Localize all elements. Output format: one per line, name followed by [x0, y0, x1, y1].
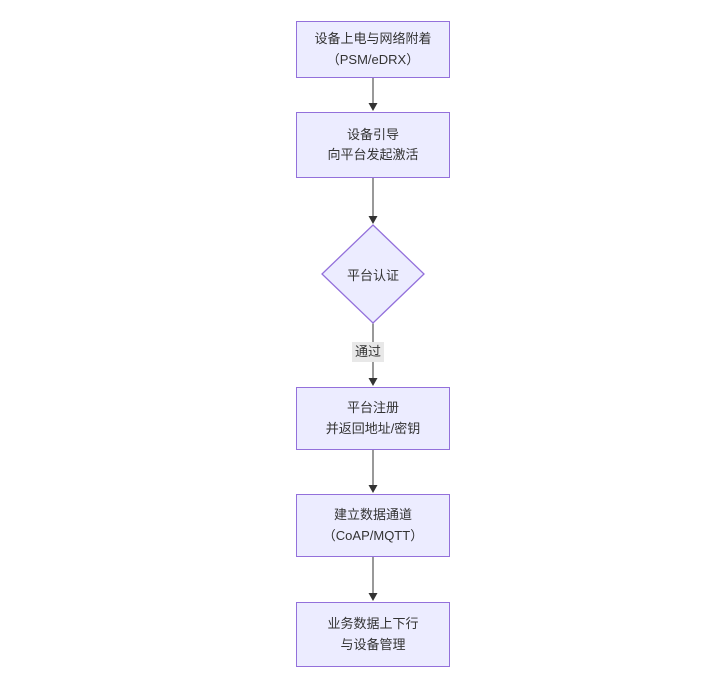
node-platform-auth-label: 平台认证 [346, 267, 399, 283]
edge-channel-to-business [368, 557, 378, 601]
arrowhead-icon [368, 216, 378, 224]
arrowhead-icon [368, 378, 378, 386]
edge-power-to-bootstrap [368, 78, 378, 111]
node-line: （CoAP/MQTT） [322, 527, 424, 543]
arrowhead-icon [368, 593, 378, 601]
node-platform-register: 平台注册 并返回地址/密钥 [296, 387, 450, 450]
node-line: 平台注册 [346, 400, 399, 416]
edge-bootstrap-to-auth [368, 178, 378, 224]
node-line: （PSM/eDRX） [326, 51, 420, 67]
edge-register-to-channel [368, 450, 378, 493]
edge-label-pass: 通过 [352, 342, 385, 362]
node-data-channel: 建立数据通道 （CoAP/MQTT） [296, 494, 450, 557]
arrowhead-icon [368, 485, 378, 493]
node-line: 设备引导 [346, 126, 399, 142]
node-power-on-attach: 设备上电与网络附着 （PSM/eDRX） [296, 21, 450, 78]
node-line: 并返回地址/密钥 [325, 420, 421, 436]
node-line: 业务数据上下行 [327, 616, 419, 632]
node-line: 设备上电与网络附着 [314, 31, 432, 47]
node-line: 建立数据通道 [333, 507, 412, 523]
node-platform-auth-shape [321, 224, 425, 324]
node-business-data: 业务数据上下行 与设备管理 [296, 602, 450, 667]
node-bootstrap-activate: 设备引导 向平台发起激活 [296, 112, 450, 178]
arrowhead-icon [368, 103, 378, 111]
node-line: 向平台发起激活 [327, 147, 419, 162]
node-line: 与设备管理 [340, 636, 406, 652]
